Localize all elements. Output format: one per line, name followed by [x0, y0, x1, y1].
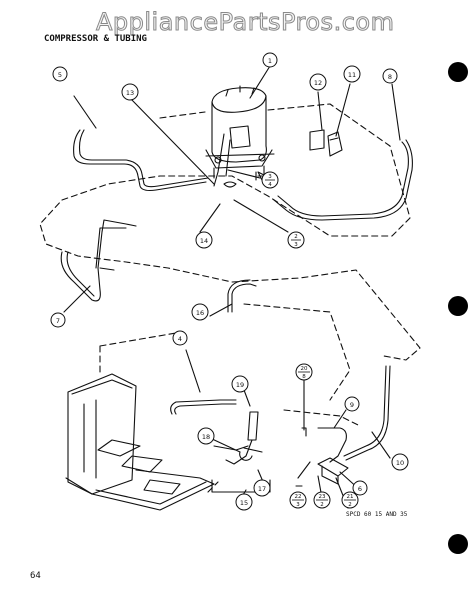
screw-20: [301, 427, 307, 437]
callout-20: 20: [301, 366, 308, 372]
callout-21: 21: [347, 494, 354, 500]
callout-14: 14: [200, 237, 208, 245]
service-valve: [317, 457, 349, 485]
callout-circle-9: [344, 396, 360, 412]
callout-circle-8-top: [382, 68, 398, 84]
callout-19: 19: [236, 381, 244, 389]
callout-21-qty: 2: [348, 502, 352, 508]
callout-7: 7: [56, 317, 60, 325]
base-pan: [65, 373, 215, 511]
compressor: [205, 85, 275, 179]
callout-22-qty: 3: [296, 502, 300, 508]
leader-lines: [63, 65, 401, 509]
callout-13: 13: [126, 89, 134, 97]
binder-hole-top: [448, 62, 468, 82]
valve-assembly: [225, 411, 263, 465]
callout-circle-1: [262, 52, 278, 68]
callout-circle-13: [121, 83, 139, 101]
tube-10: [343, 365, 387, 457]
callout-6: 6: [358, 485, 362, 493]
callout-circle-11: [343, 65, 361, 83]
tube-8: [277, 141, 409, 217]
callout-16: 16: [196, 309, 204, 317]
callout-17: 17: [258, 485, 266, 493]
callout-12: 12: [314, 79, 322, 87]
binder-hole-bottom: [448, 534, 468, 554]
callout-3: 3: [268, 174, 272, 180]
callout-circle-15: [235, 493, 253, 511]
compressor-stub-tube: [213, 133, 231, 187]
dashed-outline-lower: [99, 303, 361, 493]
binder-hole-middle: [448, 296, 468, 316]
callout-18: 18: [202, 433, 210, 441]
callout-23: 23: [319, 494, 326, 500]
callout-3-qty: 4: [268, 182, 272, 188]
callout-11: 11: [348, 71, 356, 79]
callout-circle-4: [172, 330, 188, 346]
callout-20-qty: 8: [302, 374, 306, 380]
callout-circle-6: [352, 480, 368, 496]
page-number: 64: [30, 571, 41, 581]
part-11: [327, 131, 343, 157]
callout-15: 15: [240, 499, 248, 507]
callout-4: 4: [178, 335, 182, 343]
watermark: AppliancePartsPros.com: [95, 8, 395, 37]
callout-circle-14: [195, 231, 213, 249]
callout-10: 10: [396, 459, 404, 467]
tube-5: [73, 129, 207, 192]
tube-9: [317, 427, 347, 463]
tube-7: [60, 219, 137, 302]
callout-5: 5: [58, 71, 62, 79]
tube-16: [231, 283, 257, 313]
callout-circle-5: [52, 66, 68, 82]
callout-circle-7: [50, 312, 66, 328]
tube-4: [170, 399, 237, 415]
callout-23-qty: 2: [320, 502, 324, 508]
callout-circle-10: [391, 453, 409, 471]
dashed-outline-upper: [39, 103, 421, 361]
callout-circle-18: [197, 427, 215, 445]
callout-8-top: 8: [388, 73, 392, 81]
callout-circle-12: [309, 73, 327, 91]
part-12: [309, 129, 325, 151]
callout-2: 2: [294, 234, 298, 240]
callout-circle-16: [191, 303, 209, 321]
spec-note: SPCD 60 15 AND 35: [346, 511, 408, 518]
callout-circle-17: [253, 479, 271, 497]
callout-22: 22: [295, 494, 302, 500]
callout-1: 1: [268, 57, 272, 65]
diagram-title: COMPRESSOR & TUBING: [44, 34, 147, 44]
callout-9: 9: [350, 401, 354, 409]
callout-circle-19: [231, 375, 249, 393]
grommet-washer: [223, 181, 237, 188]
callout-2-qty: 3: [294, 242, 298, 248]
